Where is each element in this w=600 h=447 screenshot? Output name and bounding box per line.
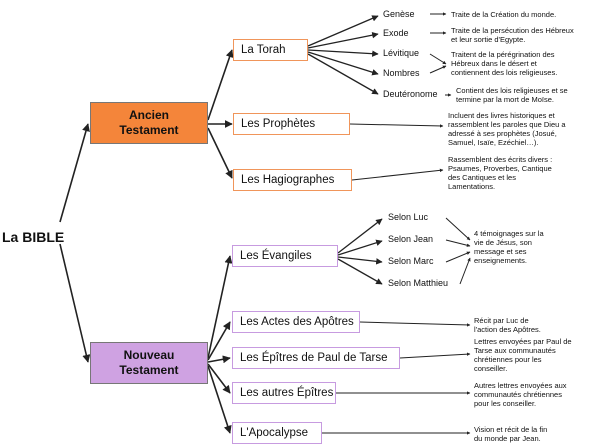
autres-epitres-description: Autres lettres envoyées aux communautés …	[474, 381, 567, 408]
torah-item-deuteronome: Deutéronome	[383, 89, 438, 99]
ancien-label-line2: Testament	[119, 123, 179, 137]
apocalypse-node: L'Apocalypse	[232, 422, 322, 444]
evangile-item-luc: Selon Luc	[388, 212, 429, 222]
torah-item-nombres: Nombres	[383, 68, 420, 78]
actes-description: Récit par Luc de l'action des Apôtres.	[474, 316, 541, 334]
levitique-nombres-description: Traitent de la pérégrination des Hébreux…	[451, 50, 558, 77]
ancien-label-line1: Ancien	[128, 108, 169, 122]
evangiles-node: Les Évangiles	[232, 245, 338, 267]
epitres-paul-node: Les Épîtres de Paul de Tarse	[232, 347, 400, 369]
hagiographes-description: Rassemblent des écrits divers : Psaumes,…	[448, 155, 553, 191]
exode-description: Traite de la persécution des Hébreux et …	[451, 26, 574, 44]
nouveau-label-line2: Testament	[119, 363, 179, 377]
ancien-testament-node: Ancien Testament	[90, 102, 208, 144]
torah-item-genese: Genèse	[383, 9, 415, 19]
autres-epitres-node: Les autres Épîtres	[232, 382, 336, 404]
nouveau-testament-node: Nouveau Testament	[90, 342, 208, 384]
evangile-item-marc: Selon Marc	[388, 256, 434, 266]
root-title: La BIBLE	[2, 229, 65, 245]
deuteronome-description: Contient des lois religieuses et se term…	[456, 86, 568, 104]
torah-item-levitique: Lévitique	[383, 48, 420, 58]
nouveau-label-line1: Nouveau	[123, 348, 175, 362]
hagiographes-node: Les Hagiographes	[233, 169, 352, 191]
torah-node: La Torah	[233, 39, 308, 61]
evangile-item-matthieu: Selon Matthieu	[388, 278, 449, 288]
genese-description: Traite de la Création du monde.	[451, 10, 557, 19]
torah-item-exode: Exode	[383, 28, 409, 38]
epitres-paul-description: Lettres envoyées par Paul de Tarse aux c…	[474, 337, 572, 373]
apocalypse-description: Vision et récit de la fin du monde par J…	[474, 425, 548, 443]
prophetes-description: Incluent des livres historiques et rasse…	[448, 111, 566, 147]
prophetes-node: Les Prophètes	[233, 113, 350, 135]
evangiles-description: 4 témoignages sur la vie de Jésus, son m…	[474, 229, 544, 265]
evangile-item-jean: Selon Jean	[388, 234, 434, 244]
actes-node: Les Actes des Apôtres	[232, 311, 360, 333]
